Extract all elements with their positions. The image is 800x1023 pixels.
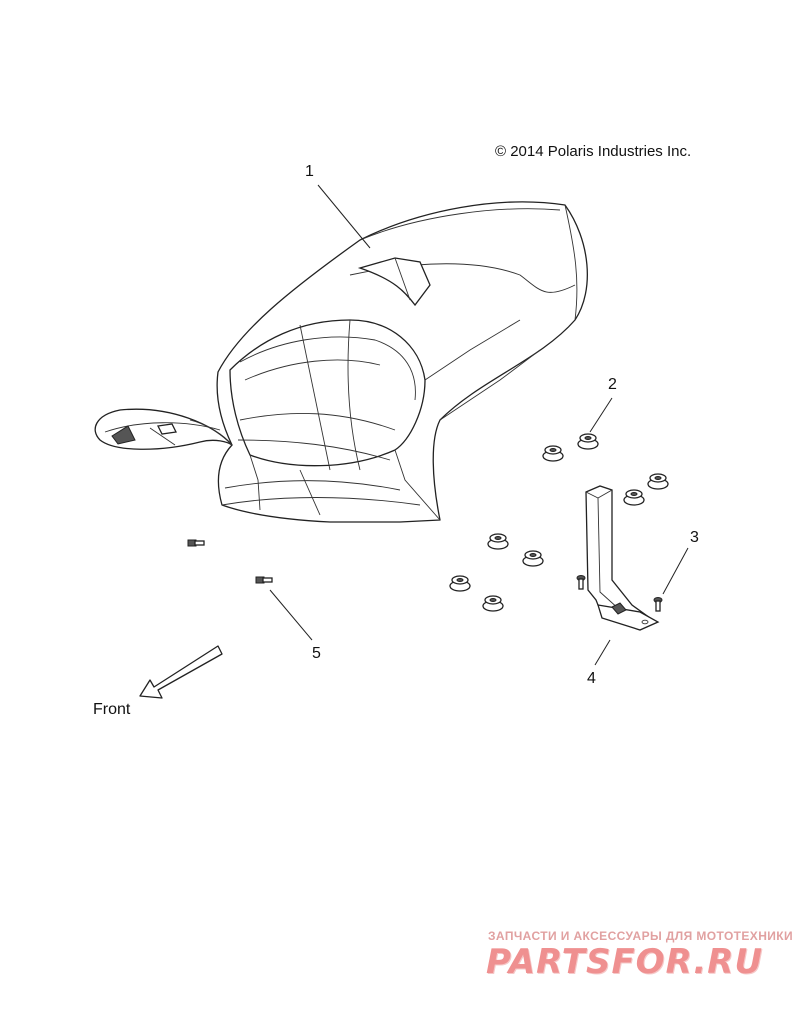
callout-3: 3: [690, 529, 699, 546]
bolts-part-5: [187, 539, 313, 641]
front-label: Front: [93, 701, 131, 718]
bracket-part-4: [585, 485, 660, 666]
watermark-logo: PARTSFOR.RU: [486, 942, 764, 982]
callout-1: 1: [305, 163, 314, 180]
callout-2: 2: [608, 376, 617, 393]
watermark-tagline: ЗАПЧАСТИ И АКСЕССУАРЫ ДЛЯ МОТОТЕХНИКИ: [488, 929, 794, 943]
grommets-part-2: [449, 397, 669, 612]
front-direction-arrow: [139, 645, 223, 699]
screws-part-3: [576, 547, 689, 612]
callout-5: 5: [312, 645, 321, 662]
copyright-notice: © 2014 Polaris Industries Inc.: [495, 143, 692, 160]
seat-part-1: [94, 184, 588, 523]
callout-4: 4: [587, 670, 596, 687]
